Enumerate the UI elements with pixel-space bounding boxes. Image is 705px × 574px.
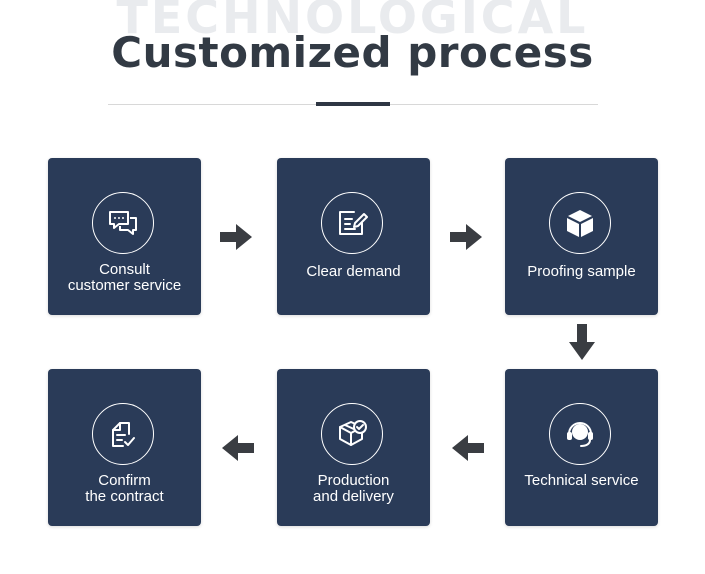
contract-check-icon <box>92 403 154 465</box>
step-label: Proofing sample <box>527 263 636 280</box>
background-watermark: TECHNOLOGICAL <box>116 0 589 44</box>
step-card-technical-service[interactable]: Technical service <box>505 369 658 526</box>
headset-icon <box>549 403 611 465</box>
step-card-proofing-sample[interactable]: Proofing sample <box>505 158 658 315</box>
arrow-left-icon <box>222 434 254 462</box>
arrow-right-icon <box>450 223 482 251</box>
arrow-right-icon <box>220 223 252 251</box>
chat-bubbles-icon <box>92 192 154 254</box>
box-check-icon <box>321 403 383 465</box>
step-label: Technical service <box>524 472 639 489</box>
arrow-down-icon <box>568 324 596 360</box>
step-label: Clear demand <box>306 263 401 280</box>
cube-icon <box>549 192 611 254</box>
edit-form-icon <box>321 192 383 254</box>
step-card-clear-demand[interactable]: Clear demand <box>277 158 430 315</box>
page-title: Customized process <box>111 28 594 77</box>
title-divider-accent <box>316 102 390 106</box>
arrow-left-icon <box>452 434 484 462</box>
